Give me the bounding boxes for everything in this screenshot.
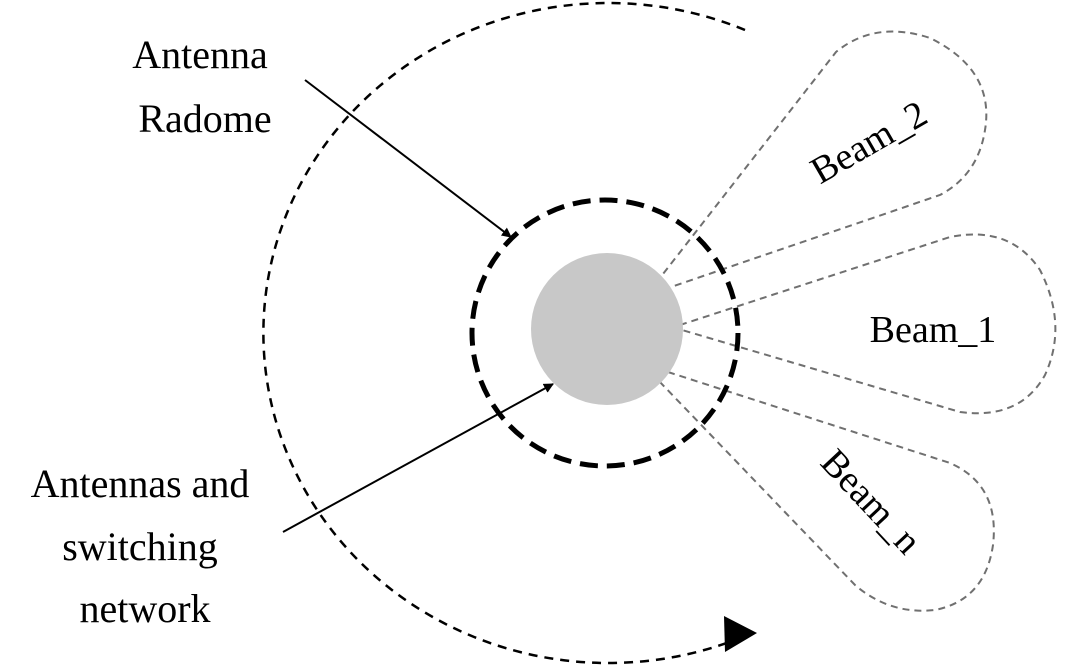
beam-n-lobe	[657, 371, 995, 612]
antennas-label-line-1: Antennas and	[31, 461, 250, 506]
antennas-leader-arrow	[282, 383, 554, 533]
beam-2-lobe	[655, 30, 988, 289]
rotation-arc	[262, 1, 746, 665]
antennas-label: Antennas and switching network	[31, 461, 260, 631]
beam-n-label: Beam_n	[812, 441, 929, 562]
radome-leader-arrow	[304, 79, 512, 238]
antenna-core	[531, 253, 683, 405]
beam-2-label: Beam_2	[804, 93, 935, 193]
radome-label-line-2: Radome	[138, 96, 271, 141]
antennas-label-line-3: network	[79, 586, 210, 631]
antenna-radome-circle	[469, 197, 741, 469]
radome-label-line-1: Antenna	[132, 32, 268, 77]
radome-label: Antenna Radome	[132, 32, 278, 141]
rotation-arrowhead	[724, 616, 757, 652]
antennas-label-line-2: switching	[62, 524, 218, 569]
beam-1-label: Beam_1	[870, 309, 997, 351]
